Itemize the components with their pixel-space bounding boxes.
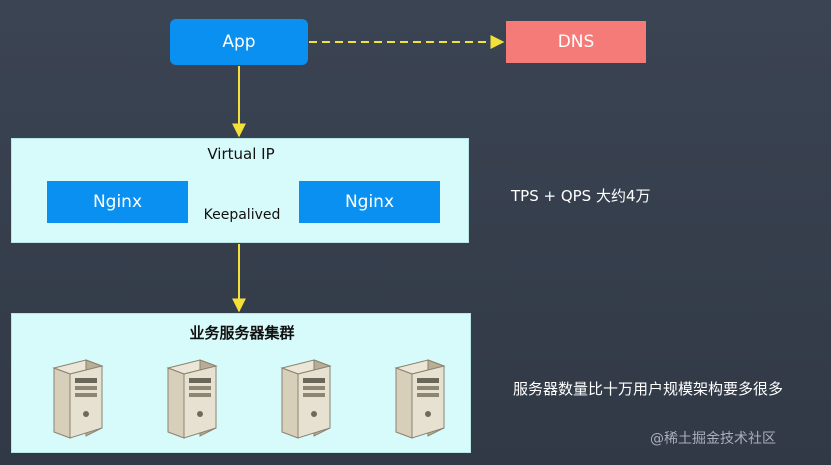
tps-qps-note: TPS + QPS 大约4万 [511,187,651,205]
keepalived-label: Keepalived [203,207,281,223]
business-server-cluster-panel: 业务服务器集群 [11,313,471,453]
nginx-left-node: Nginx [47,181,188,223]
server-icon [162,358,218,440]
server-scale-note: 服务器数量比十万用户规模架构要多很多 [513,380,784,398]
server-icon [48,358,104,440]
dns-node: DNS [506,21,646,63]
nginx-right-node: Nginx [299,181,440,223]
virtual-ip-label: Virtual IP [207,145,275,163]
watermark-text: @稀土掘金技术社区 [650,431,776,447]
server-icon [276,358,332,440]
virtual-ip-panel: Virtual IP Nginx Nginx Keepalived [11,138,469,243]
cluster-label: 业务服务器集群 [189,324,295,342]
server-icon [390,358,446,440]
app-node: App [170,19,308,65]
